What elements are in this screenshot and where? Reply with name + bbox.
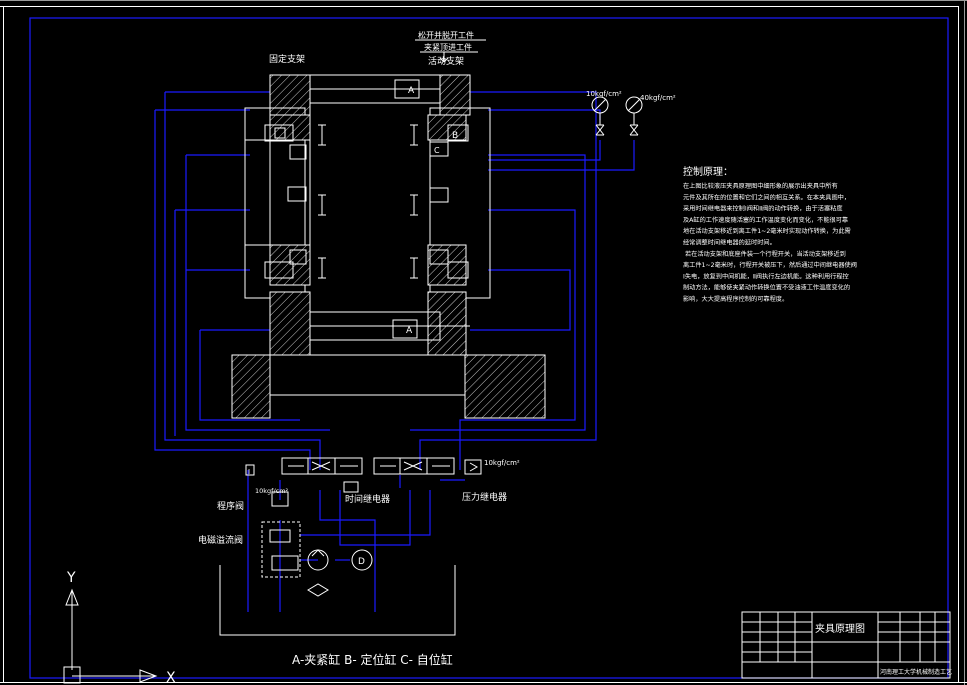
axis-x-label: X — [166, 670, 176, 685]
control-principle: 控制原理： 在上图比较液压夹具原理图中细形象的展示出夹具中所有元件及其所在的位置… — [683, 165, 857, 303]
sequence-valve-label: 程序阀 — [217, 500, 244, 512]
principle-body: 在上图比较液压夹具原理图中细形象的展示出夹具中所有元件及其所在的位置和它们之间的… — [683, 182, 857, 303]
directional-valve-2-icon — [373, 457, 455, 475]
relief-valve-icon — [261, 521, 301, 578]
directional-valve-1-icon — [281, 457, 363, 475]
principle-line: 离工件1~2毫米时，行程开关被压下，然后通过中间继电器使阀 — [683, 261, 857, 269]
gauge-right-label: 40kgf/cm² — [640, 94, 676, 102]
principle-line: Ⅰ失电，放复到中间机能，Ⅱ阀执行左边机能。这种利用行程控 — [683, 272, 849, 280]
principle-line: 在上图比较液压夹具原理图中细形象的展示出夹具中所有 — [683, 182, 838, 190]
pressure-gauges: 10kgf/cm² 40kgf/cm² — [586, 90, 676, 136]
label-fixed-support: 固定支架 — [269, 53, 305, 65]
fixture-body: A B C — [231, 74, 546, 419]
note-clamp: 夹紧顶进工件 — [424, 42, 472, 52]
valve-code: I — [248, 468, 250, 476]
cyl-c-label: C — [434, 146, 440, 155]
throttle-left-icon — [595, 124, 605, 136]
principle-line: 若在活动支架和底座件装一个行程开关，当活动支架移近到 — [683, 250, 846, 258]
drawing-border — [29, 17, 949, 679]
label-movable-support: 活动支架 — [428, 55, 464, 67]
title-block: 夹具原理图 河南理工大学机械制造工艺 — [741, 611, 952, 679]
principle-line: 影响，大大提高程序控制的可靠程度。 — [683, 295, 788, 303]
hydraulic-station: 10kgf/cm² 时间继电器 压力继电器 I 10kgf/cm² 程序阀 电磁… — [198, 457, 520, 667]
principle-line: 及A缸的工作速度随活塞的工作温度变化而变化，不能很可靠 — [683, 216, 848, 224]
principle-line: 制动方法，能够使夹紧动作转换位置不受油液工作温度变化的 — [683, 284, 850, 292]
principle-line: 采用时间继电器来控制Ⅰ阀和Ⅱ阀的动作转换，由于活塞粘度 — [683, 205, 843, 213]
relief-valve-label: 电磁溢流阀 — [198, 534, 243, 546]
cyl-a-top-label: A — [408, 86, 415, 96]
time-relay-icon — [343, 481, 359, 493]
drawing-title: 夹具原理图 — [815, 622, 865, 635]
principle-title: 控制原理： — [683, 165, 733, 178]
principle-line: 元件及其所在的位置和它们之间的相互关系。在本夹具图中， — [683, 193, 850, 201]
axis-y-label: Y — [66, 570, 76, 586]
cyl-b-label: B — [452, 131, 458, 141]
hydraulic-piping — [29, 91, 635, 615]
legend-text: A-夹紧缸 B- 定位缸 C- 自位缸 — [292, 652, 453, 667]
tank-icon — [219, 565, 456, 636]
throttle-right-icon — [629, 124, 639, 136]
valve-code-box — [245, 464, 255, 476]
ucs-axis-icon: Y X — [63, 570, 176, 685]
time-relay-label: 时间继电器 — [345, 493, 390, 505]
top-notes: 松开并脱开工件 夹紧顶进工件 活动支架 固定支架 — [269, 30, 486, 67]
pressure-relay-icon — [464, 459, 482, 475]
pressure-relay-label: 压力继电器 — [462, 491, 507, 503]
svg-text:D: D — [358, 557, 365, 567]
note-release: 松开并脱开工件 — [418, 30, 474, 40]
motor-icon — [351, 549, 373, 571]
cyl-a-bottom-label: A — [406, 326, 413, 336]
principle-line: 地在活动支架移近到离工件1~2毫米时实现动作转换，为此需 — [683, 227, 851, 235]
principle-line: 经常调整时间继电器的延时时间。 — [683, 239, 776, 247]
filter-icon — [307, 583, 329, 597]
sequence-valve-icon — [271, 491, 289, 507]
valve-pressure-label: 10kgf/cm² — [255, 487, 289, 495]
gauge-left-label: 10kgf/cm² — [586, 90, 622, 98]
company-name: 河南理工大学机械制造工艺 — [880, 668, 952, 676]
pump-pressure-label: 10kgf/cm² — [484, 459, 520, 467]
